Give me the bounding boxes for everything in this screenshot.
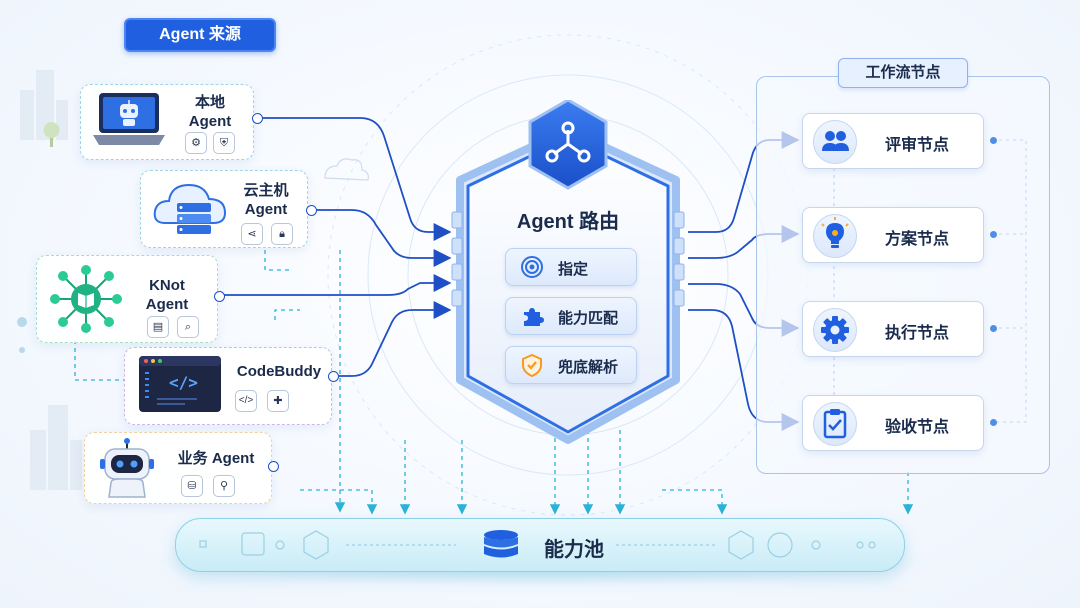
network-node-icon: [545, 121, 591, 163]
router-item-capability-match: 能力匹配: [505, 297, 637, 335]
puzzle-icon: ✚: [267, 390, 289, 412]
router-item-specify: 指定: [505, 248, 637, 286]
source-to-router-wires: [220, 117, 452, 377]
port-cloud-agent: [306, 205, 317, 216]
source-card-business-agent[interactable]: 业务 Agent ⛁ ⚲: [84, 432, 272, 504]
target-icon: [521, 256, 543, 278]
lock-icon: 🔒︎: [271, 223, 293, 245]
faint-cloud-icon: [324, 158, 369, 181]
gear-icon: ⚙: [185, 132, 207, 154]
router-item-label: 指定: [558, 261, 589, 278]
robot-laptop-icon: [93, 93, 165, 145]
shield-check-icon: [522, 353, 542, 377]
robot-icon: [100, 438, 154, 498]
port-business-agent: [268, 461, 279, 472]
search-icon: ⌕: [177, 316, 199, 338]
cloud-agent-label: 云主机 Agent: [243, 182, 289, 218]
workflow-node-label: 验收节点: [885, 419, 950, 436]
connector-dot: [990, 137, 997, 144]
database-icon: [484, 530, 518, 558]
code-window-icon: </>: [139, 356, 221, 412]
workflow-node-label: 执行节点: [885, 325, 950, 342]
port-knot-agent: [214, 291, 225, 302]
router-item-fallback-parse: 兜底解析: [505, 346, 637, 384]
workflow-node-label: 方案节点: [885, 231, 950, 248]
shield-icon: ⛨: [213, 132, 235, 154]
agent-source-title: Agent 来源: [124, 18, 276, 52]
knot-agent-label: KNot Agent: [145, 277, 189, 313]
svg-text:</>: </>: [169, 373, 198, 392]
workflow-node-label: 评审节点: [885, 137, 950, 154]
pool-feed-lines: [74, 250, 914, 515]
workflow-node-plan[interactable]: 方案节点: [802, 207, 984, 263]
knowledge-network-icon: [50, 265, 122, 333]
code-icon: </>: [235, 390, 257, 412]
source-card-knot-agent[interactable]: KNot Agent ▤ ⌕: [36, 255, 218, 343]
workflow-node-execute[interactable]: 执行节点: [802, 301, 984, 357]
source-card-local-agent[interactable]: 本地 Agent ⚙ ⛨: [80, 84, 254, 160]
router-item-label: 兜底解析: [558, 359, 619, 376]
workflow-node-review[interactable]: 评审节点: [802, 113, 984, 169]
side-dots: [17, 317, 27, 353]
source-card-codebuddy[interactable]: </> CodeBuddy </> ✚: [124, 347, 332, 425]
gear-icon: [821, 316, 849, 344]
users-icon: [822, 131, 849, 151]
port-local-agent: [252, 113, 263, 124]
clipboard-check-icon: [823, 409, 847, 439]
document-icon: ▤: [147, 316, 169, 338]
lightbulb-icon: [821, 217, 849, 248]
local-agent-label: 本地 Agent: [188, 94, 232, 130]
connector-dot: [990, 419, 997, 426]
city-background-left: [20, 70, 82, 490]
source-card-cloud-agent[interactable]: 云主机 Agent ⋖ 🔒︎: [140, 170, 308, 248]
router-item-label: 能力匹配: [558, 310, 619, 327]
cloud-server-icon: [153, 183, 227, 234]
puzzle-icon: [524, 308, 544, 326]
port-codebuddy: [328, 371, 339, 382]
workflow-node-acceptance[interactable]: 验收节点: [802, 395, 984, 451]
workflow-nodes-title: 工作流节点: [838, 58, 968, 88]
hierarchy-icon: ⚲: [213, 475, 235, 497]
capability-pool-label: 能力池: [544, 539, 604, 561]
business-agent-label: 业务 Agent: [177, 450, 255, 467]
database-small-icon: ⛁: [181, 475, 203, 497]
share-icon: ⋖: [241, 223, 263, 245]
pool-decorations: [199, 530, 876, 560]
capability-pool: 能力池: [175, 518, 905, 572]
connector-dot: [990, 325, 997, 332]
connector-dot: [990, 231, 997, 238]
codebuddy-label: CodeBuddy: [236, 363, 322, 380]
tree-icon: [43, 122, 60, 147]
router-title: Agent 路由: [517, 209, 619, 233]
